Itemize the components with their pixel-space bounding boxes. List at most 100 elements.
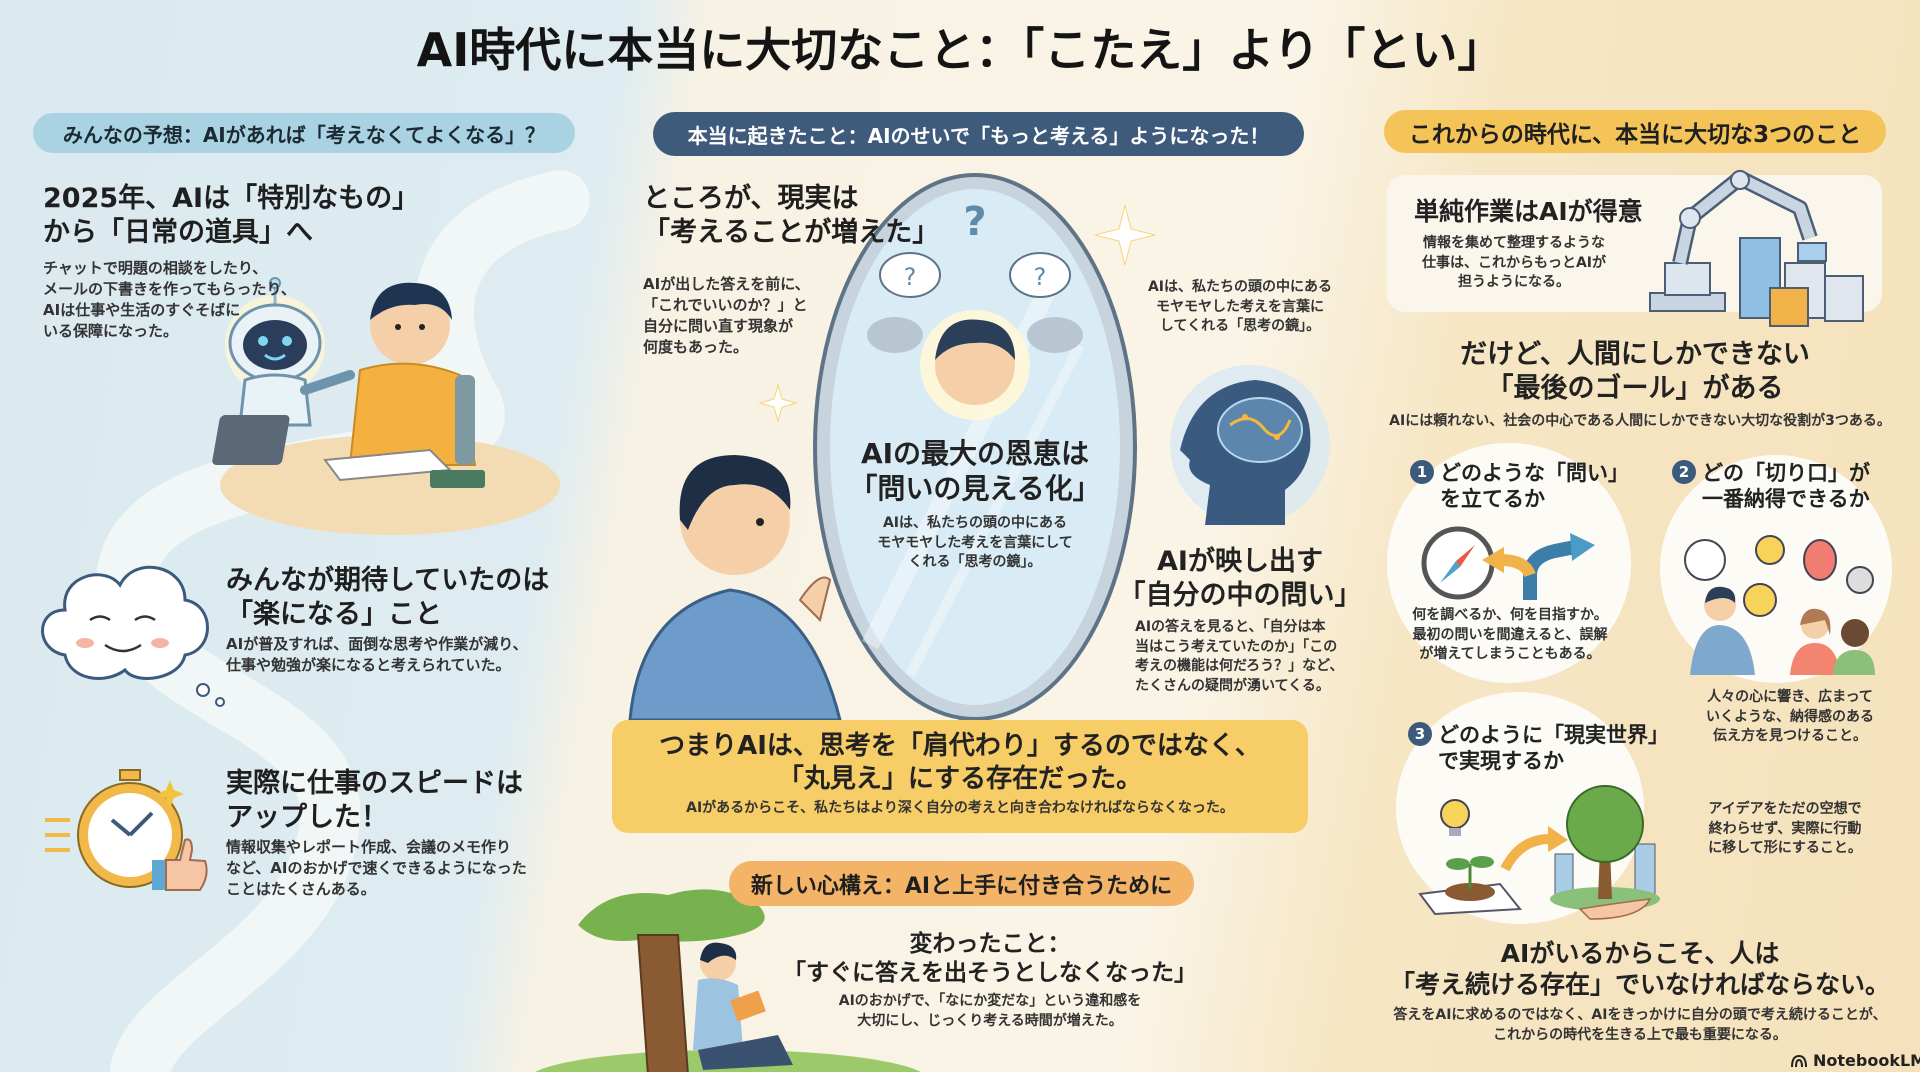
goal-body: AIには頼れない、社会の中心である人間にしかできない大切な役割が3つある。 bbox=[1389, 413, 1891, 429]
heading-line: だけど、人間にしかできない bbox=[1460, 339, 1810, 370]
body-line: AIの答えを見ると、「自分は本 bbox=[1135, 619, 1326, 635]
body-line: に移して形にすること。 bbox=[1708, 840, 1862, 857]
body-line: 何を調べるか、何を目指すか。 bbox=[1412, 607, 1608, 623]
body-line: 終わらせず、実際に行動 bbox=[1708, 820, 1862, 837]
body-line: アイデアをただの空想で bbox=[1708, 801, 1862, 817]
body-line: が増えてしまうこともある。 bbox=[1419, 646, 1601, 663]
body-line: ことはたくさんある。 bbox=[226, 880, 376, 898]
heading-line: 2025年、AIは「特別なもの」 bbox=[43, 183, 420, 214]
changed-heading: 変わったこと： 「すぐに答えを出そうとしなくなった」 bbox=[760, 930, 1220, 988]
conclusion-body: 答えをAIに求めるのではなく、AIをきっかけに自分の頭で考え続けることが、 これ… bbox=[1370, 1006, 1910, 1045]
heading-line: AIが映し出す bbox=[1157, 546, 1323, 577]
body-line: 担うようになる。 bbox=[1458, 274, 1570, 291]
sparkle-icon bbox=[758, 383, 798, 423]
number-badge: 1 bbox=[1410, 460, 1434, 485]
body-line: いくような、納得感のある bbox=[1706, 708, 1874, 725]
robot-arm-icon bbox=[1649, 170, 1864, 327]
brand-name: NotebookLM bbox=[1813, 1051, 1920, 1070]
reality-body: AIが出した答えを前に、 「これでいいのか？」と 自分に問い直す現象が 何度もあ… bbox=[643, 274, 810, 358]
brain-head-icon bbox=[1170, 365, 1330, 525]
body-line: 仕事は、これからもっとAIが bbox=[1421, 254, 1607, 271]
body-line: 情報収集やレポート作成、会議のメモ作り bbox=[226, 838, 512, 856]
robot-and-person-illustration bbox=[212, 277, 560, 535]
daily-tool-heading: 2025年、AIは「特別なもの」 から「日常の道具」へ bbox=[43, 182, 419, 250]
title-line: 一番納得できるか bbox=[1702, 487, 1870, 512]
simple-tasks-heading: 単純作業はAIが得意 bbox=[1414, 197, 1643, 226]
daily-tool-body: チャットで明題の相談をしたり、 メールの下書きを作ってもらったり、 AIは仕事や… bbox=[43, 258, 296, 342]
right-section-pill: これからの時代に、本当に大切な3つのこと bbox=[1384, 110, 1886, 153]
body-line: 考えの機能は何だろう？」など、 bbox=[1135, 658, 1344, 675]
body-line: 大切にし、じっくり考える時間が増えた。 bbox=[857, 1012, 1123, 1029]
title-line: で実現するか bbox=[1438, 749, 1564, 774]
heading-line: ところが、現実は bbox=[643, 183, 859, 214]
simple-tasks-body: 情報を集めて整理するような 仕事は、これからもっとAIが 担うようになる。 bbox=[1414, 234, 1614, 293]
summary-line: つまりAIは、思考を「肩代わり」するのではなく、 bbox=[659, 731, 1261, 761]
mirror-side-note: AIは、私たちの頭の中にある モヤモヤした考えを言葉に してくれる「思考の鏡」。 bbox=[1140, 278, 1340, 337]
title-line: どのような「問い」 bbox=[1440, 461, 1629, 485]
title-line: どのように「現実世界」 bbox=[1438, 723, 1669, 747]
body-line: AIは仕事や生活のすぐそばに bbox=[43, 301, 241, 319]
page-title: AI時代に本当に大切なこと：「こたえ」より「とい」 bbox=[416, 23, 1504, 77]
body-line: AIは、私たちの頭の中にある bbox=[882, 515, 1068, 531]
stopwatch-thumbs-up-icon bbox=[45, 769, 208, 891]
heading-line: 「楽になる」こと bbox=[226, 598, 442, 630]
body-line: いる保障になった。 bbox=[43, 322, 179, 340]
body-line: AIが出した答えを前に、 bbox=[643, 275, 810, 293]
reflect-body: AIの答えを見ると、「自分は本 当はこう考えていたのか」「この 考えの機能は何だ… bbox=[1135, 618, 1343, 696]
svg-text:?: ? bbox=[1034, 263, 1047, 291]
svg-text:?: ? bbox=[963, 199, 986, 245]
conclusion-heading: AIがいるからこそ、人は 「考え続ける存在」でいなければならない。 bbox=[1370, 938, 1910, 1001]
heading-line: みんなが期待していたのは bbox=[226, 565, 550, 596]
heading-line: 「自分の中の問い」 bbox=[1118, 579, 1362, 611]
reading-under-tree-illustration bbox=[535, 889, 921, 1072]
body-line: 「これでいいのか？」と bbox=[643, 296, 808, 314]
body-line: メールの下書きを作ってもらったり、 bbox=[43, 280, 296, 298]
discussion-ideas-icon bbox=[1684, 535, 1875, 675]
mindset-pill: 新しい心構え：AIと上手に付き合うために bbox=[729, 861, 1194, 906]
body-line: たくさんの疑問が湧いてくる。 bbox=[1135, 677, 1330, 694]
expectation-heading: みんなが期待していたのは 「楽になる」こと bbox=[226, 564, 549, 632]
summary-line: 「丸見え」にする存在だった。 bbox=[777, 763, 1143, 794]
sleepy-cloud-icon bbox=[41, 565, 225, 707]
heading-line: 「考え続ける存在」でいなければならない。 bbox=[1389, 970, 1890, 1000]
heading-line: 「すぐに答えを出そうとしなくなった」 bbox=[783, 959, 1197, 986]
sparkle-icon bbox=[1094, 204, 1156, 266]
body-line: くれる「思考の鏡」。 bbox=[908, 554, 1042, 571]
body-line: モヤモヤした考えを言葉に bbox=[1156, 298, 1324, 315]
heading-line: 「最後のゴール」がある bbox=[1486, 372, 1784, 404]
notebooklm-icon bbox=[1791, 1054, 1807, 1068]
body-line: 当はこう考えていたのか」「この bbox=[1135, 638, 1338, 655]
speed-heading: 実際に仕事のスピードは アップした！ bbox=[226, 767, 523, 835]
thinking-mirror-illustration: ? ? ? bbox=[813, 173, 1137, 736]
body-line: してくれる「思考の鏡」。 bbox=[1159, 318, 1321, 335]
expectation-body: AIが普及すれば、面倒な思考や作業が減り、 仕事や勉強が楽になると考えられていた… bbox=[226, 634, 528, 676]
body-line: 何度もあった。 bbox=[643, 338, 749, 356]
speed-body: 情報収集やレポート作成、会議のメモ作り など、AIのおかげで速くできるようになっ… bbox=[226, 837, 527, 900]
heading-line: 「考えることが増えた」 bbox=[643, 216, 940, 248]
thinking-man-illustration bbox=[628, 455, 842, 722]
number-badge: 2 bbox=[1672, 460, 1696, 485]
left-section-pill: みんなの予想：AIがあれば「考えなくてよくなる」？ bbox=[33, 113, 575, 153]
body-line: AIが普及すれば、面倒な思考や作業が減り、 bbox=[226, 635, 528, 653]
summary-box: つまりAIは、思考を「肩代わり」するのではなく、 「丸見え」にする存在だった。 … bbox=[612, 720, 1308, 833]
mirror-heading-line: 「問いの見える化」 bbox=[849, 472, 1101, 505]
body-line: これからの時代を生きる上で最も重要になる。 bbox=[1493, 1026, 1787, 1043]
body-line: 最初の問いを間違えると、誤解 bbox=[1412, 626, 1608, 643]
body-line: など、AIのおかげで速くできるようになった bbox=[226, 859, 527, 877]
compass-fork-arrow-icon bbox=[1421, 526, 1595, 600]
body-line: チャットで明題の相談をしたり、 bbox=[43, 259, 268, 277]
heading-line: 変わったこと： bbox=[909, 931, 1071, 957]
body-line: 伝え方を見つけること。 bbox=[1713, 728, 1867, 745]
heading-line: から「日常の道具」へ bbox=[43, 216, 313, 248]
title-line: を立てるか bbox=[1440, 487, 1545, 512]
middle-section-pill: 本当に起きたこと：AIのせいで「もっと考える」ようになった！ bbox=[653, 112, 1304, 156]
notebooklm-logo: NotebookLM bbox=[1790, 1052, 1920, 1070]
item-2-body: 人々の心に響き、広まって いくような、納得感のある 伝え方を見つけること。 bbox=[1680, 688, 1900, 747]
reflect-heading: AIが映し出す 「自分の中の問い」 bbox=[1090, 545, 1390, 613]
body-line: 人々の心に響き、広まって bbox=[1707, 689, 1873, 705]
heading-line: アップした！ bbox=[226, 801, 388, 833]
item-3-body: アイデアをただの空想で 終わらせず、実際に行動 に移して形にすること。 bbox=[1700, 800, 1870, 859]
